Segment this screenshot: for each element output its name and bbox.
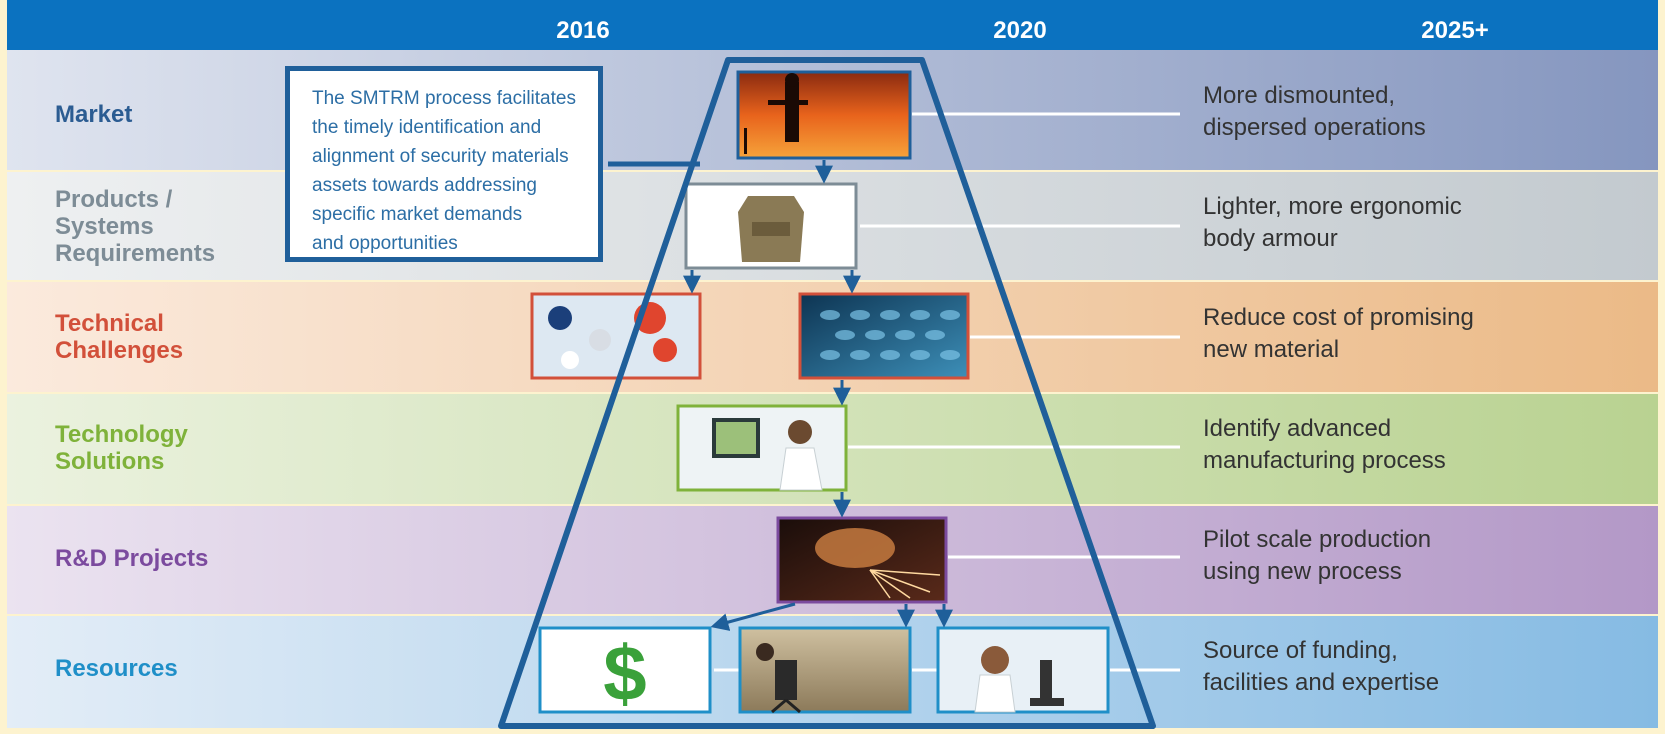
- dollar-sign-icon: $: [538, 626, 712, 717]
- svg-text:$: $: [603, 629, 646, 717]
- year-label: 2016: [556, 17, 609, 44]
- flow-arrows: [683, 160, 953, 631]
- lane-label-technical-challenges: Technical Challenges: [55, 310, 184, 364]
- outcome-technology-solutions: Identify advanced manufacturing process: [1203, 415, 1446, 474]
- lane-label-resources: Resources: [55, 655, 178, 682]
- outcome-resources: Source of funding, facilities and expert…: [1203, 637, 1440, 696]
- soldier-sunset-photo: [736, 70, 912, 160]
- year-label: 2025+: [1421, 17, 1488, 44]
- outcome-market: More dismounted, dispersed operations: [1203, 82, 1426, 141]
- year-label: 2020: [993, 17, 1046, 44]
- lane-label-market: Market: [55, 101, 133, 128]
- lane-label-products: Products / Systems Requirements: [55, 186, 216, 267]
- molecular-model-photo: [530, 292, 702, 380]
- outcome-connectors: [714, 112, 1180, 672]
- outcome-technical-challenges: Reduce cost of promising new material: [1203, 304, 1474, 363]
- outcome-products: Lighter, more ergonomic body armour: [1203, 193, 1462, 252]
- timeline-header: [7, 0, 1658, 50]
- outcome-rd-projects: Pilot scale production using new process: [1203, 526, 1432, 585]
- field-testing-photo: [738, 626, 912, 714]
- lane-label-rd-projects: R&D Projects: [55, 545, 209, 572]
- body-armour-vest-photo: [684, 182, 858, 270]
- lane-label-technology-solutions: Technology Solutions: [55, 421, 188, 475]
- manufacturing-sparks-photo: [776, 516, 948, 604]
- process-callout: The SMTRM process facilitates the timely…: [285, 66, 603, 262]
- material-mesh-photo: [798, 292, 970, 380]
- roadmap-funnel-frame: [498, 57, 1156, 729]
- microscope-researcher-photo: [936, 626, 1110, 714]
- lab-researcher-computer-photo: [676, 404, 848, 492]
